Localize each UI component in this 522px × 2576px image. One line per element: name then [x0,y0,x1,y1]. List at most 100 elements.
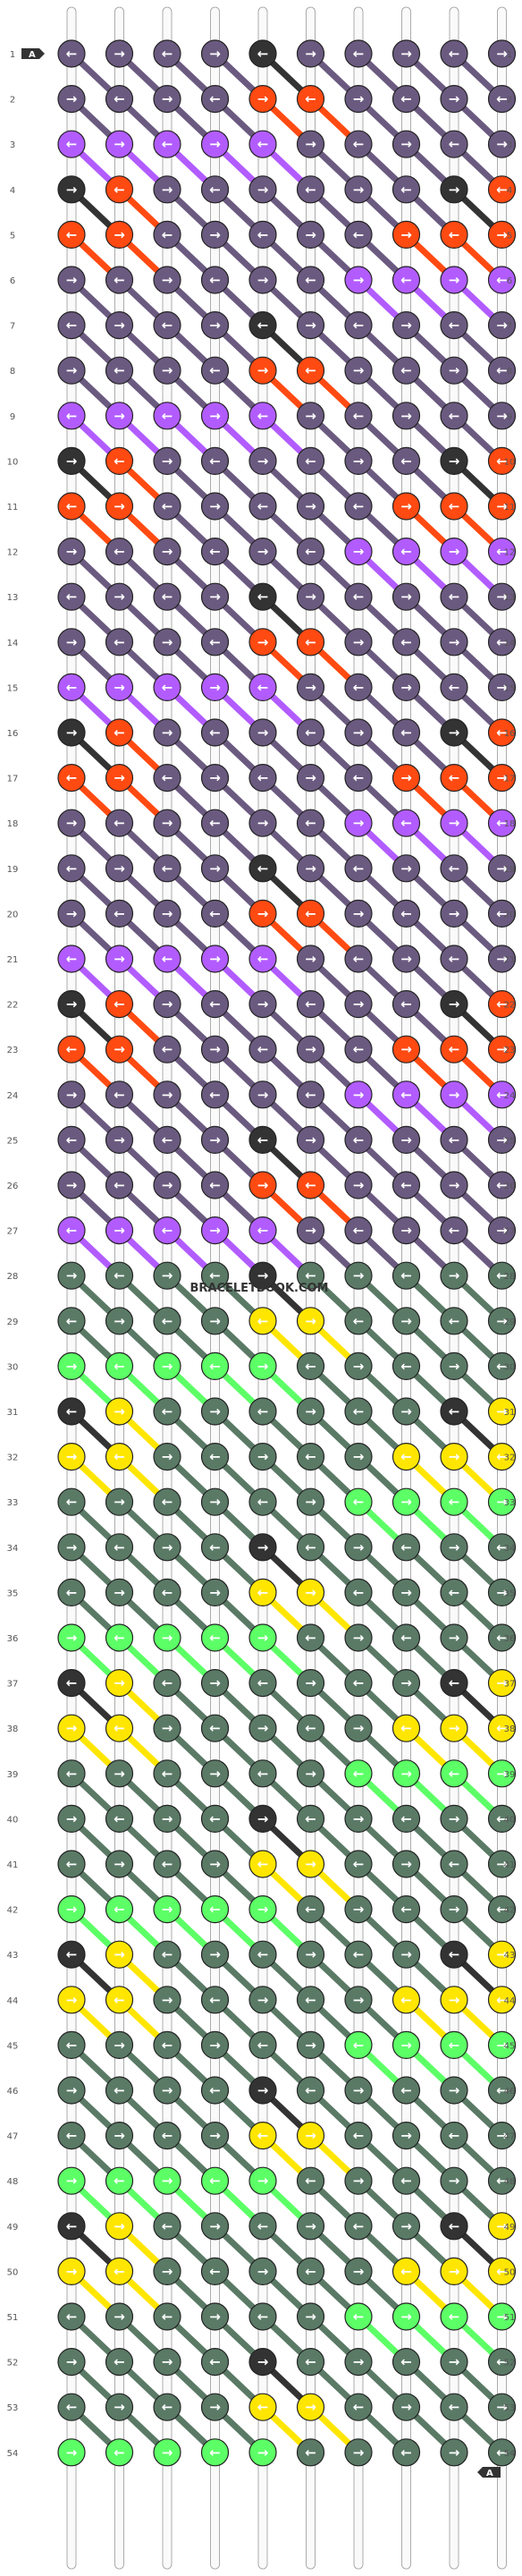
arrow-right-icon: → [449,453,460,469]
arrow-left-icon: ← [496,1539,508,1555]
arrow-right-icon: → [400,589,412,605]
knot: ← [392,537,421,566]
knot: ← [248,945,277,973]
arrow-right-icon: → [209,1946,221,1962]
knot: ← [57,854,86,883]
knot: → [153,1714,181,1742]
knot: ← [344,1397,373,1426]
knot: → [248,989,277,1019]
arrow-right-icon: → [305,1403,316,1419]
knot: → [153,809,181,837]
arrow-right-icon: → [353,815,365,831]
arrow-right-icon: → [162,1810,173,1826]
arrow-left-icon: ← [353,498,365,514]
arrow-right-icon: → [257,1720,269,1736]
arrow-right-icon: → [114,1131,125,1148]
arrow-left-icon: ← [162,1403,173,1419]
knot: ← [153,1940,181,1969]
knot: → [440,356,468,385]
knot: → [392,1759,421,1788]
arrow-right-icon: → [400,1223,412,1239]
knot: → [344,1714,373,1742]
arrow-left-icon: ← [162,408,173,424]
arrow-right-icon: → [305,1041,316,1057]
row-number-left: 14 [7,639,19,648]
knot: → [392,854,421,883]
knot: ← [296,989,325,1019]
knot: ← [153,2393,181,2421]
knot: ← [296,1442,325,1471]
arrow-left-icon: ← [353,1313,365,1329]
arrow-left-icon: ← [209,1720,221,1736]
arrow-right-icon: → [353,2354,365,2370]
knot: ← [153,1307,181,1335]
knot: ← [344,582,373,611]
arrow-right-icon: → [305,589,316,605]
arrow-left-icon: ← [162,2128,173,2144]
arrow-right-icon: → [66,1810,78,1826]
arrow-left-icon: ← [209,544,221,560]
arrow-right-icon: → [66,272,78,288]
knot: ← [153,130,181,158]
arrow-left-icon: ← [353,2037,365,2053]
arrow-left-icon: ← [257,226,269,242]
arrow-left-icon: ← [353,408,365,424]
knot: ← [200,809,230,837]
arrow-left-icon: ← [353,1041,365,1057]
knot: → [487,945,517,973]
arrow-right-icon: → [496,679,508,695]
arrow-left-icon: ← [162,770,173,786]
knot: ← [392,1533,421,1562]
knot: ← [440,1125,468,1155]
row-number-right: 1 [507,50,512,60]
knot: ← [392,718,421,747]
knot: ← [200,1080,230,1109]
knot: ← [344,2030,373,2059]
arrow-left-icon: ← [449,2128,460,2144]
arrow-right-icon: → [305,2218,316,2234]
knot: → [153,537,181,566]
arrow-left-icon: ← [114,724,125,741]
arrow-left-icon: ← [114,1087,125,1103]
arrow-left-icon: ← [209,1539,221,1555]
arrow-right-icon: → [400,1766,412,1782]
row-number-right: 13 [504,593,516,603]
knot: → [296,2122,325,2150]
knot: ← [296,1804,325,1834]
knot: → [105,2393,134,2421]
arrow-right-icon: → [496,2309,508,2325]
row-number-left: 7 [10,322,15,332]
knot: → [296,311,325,340]
arrow-left-icon: ← [114,91,125,107]
arrow-right-icon: → [162,453,173,469]
arrow-right-icon: → [66,182,78,198]
arrow-left-icon: ← [66,679,78,695]
arrow-right-icon: → [353,362,365,378]
knot: → [392,1397,421,1426]
arrow-left-icon: ← [162,498,173,514]
knot: → [57,718,86,747]
arrow-right-icon: → [209,1403,221,1419]
knot: ← [200,1804,230,1834]
knot: → [200,2030,230,2059]
knot: ← [344,1668,373,1698]
arrow-left-icon: ← [496,815,508,831]
arrow-left-icon: ← [449,136,460,152]
arrow-right-icon: → [496,318,508,334]
arrow-left-icon: ← [305,2082,316,2098]
row-number-left: 42 [7,1906,19,1916]
row-number-right: 15 [504,683,516,693]
knot: ← [105,809,134,837]
arrow-left-icon: ← [305,1177,316,1193]
knot: ← [200,1714,230,1742]
row-number-left: 47 [7,2132,19,2142]
knot: ← [392,989,421,1019]
arrow-left-icon: ← [66,951,78,967]
knot: ← [440,402,468,430]
arrow-right-icon: → [209,860,221,877]
knot: → [440,1623,468,1652]
arrow-left-icon: ← [114,2263,125,2279]
knot: → [248,2166,277,2195]
arrow-right-icon: → [209,1675,221,1691]
arrow-left-icon: ← [353,226,365,242]
